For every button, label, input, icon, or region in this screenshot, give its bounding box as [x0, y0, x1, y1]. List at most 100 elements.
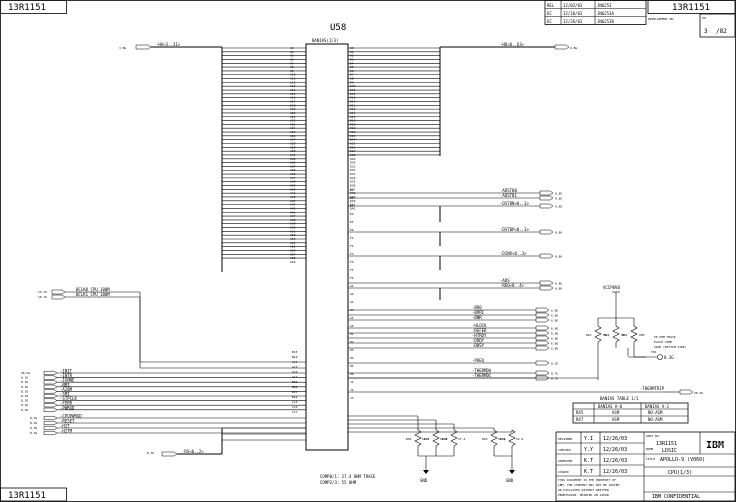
note-line-2: PLACE COMP — [654, 340, 672, 344]
chip-ctrl-right-pin: F2 — [350, 244, 354, 248]
banias-table: BANIAS TABLE 1/1 BANIAS A-0 BANIAS A-1 R… — [572, 396, 689, 424]
left-signal-ref: 8.3G — [21, 376, 28, 380]
revision-ec: JN6253B — [597, 19, 614, 24]
right-signal-connector — [535, 360, 550, 366]
left-signal-label: -IGNNE — [60, 378, 75, 383]
right-signal-connector — [535, 317, 550, 323]
bottom-left-label: -RESET — [60, 419, 75, 424]
chip-right-pin: D42 — [350, 206, 356, 210]
right-signal-ref: 6.8G — [551, 309, 558, 313]
left-signal-connector — [43, 407, 58, 412]
revision-ec: JN6253 — [597, 3, 612, 8]
header-part-box: 13R1151 DEVELOPMENT NO. SH 3 /82 — [647, 0, 736, 38]
chip-ctrl-right-pin: F3 — [350, 252, 354, 256]
resistor-value: 200 — [639, 333, 645, 337]
bottom-left-label: -HIT — [60, 424, 70, 429]
right-signal-connector — [535, 325, 550, 331]
left-signal-label: -INTR — [60, 373, 73, 378]
clock-signal-connector — [51, 294, 66, 300]
chip-ctrl-right-pin: J1 — [350, 380, 354, 384]
right-signal-label: -BPRI — [472, 310, 485, 315]
right-signal-connector — [535, 335, 550, 341]
left-signal-connector — [43, 389, 58, 394]
right-signal-label: -THERMDA — [472, 368, 492, 373]
address-bus: 3.8G -HA<3..31> — [119, 42, 306, 272]
revision-date: 12/26/03 — [563, 19, 583, 24]
chip-ctrl-right-pin: F1 — [350, 236, 354, 240]
right-signal-label: -REQ<0..4> — [500, 283, 525, 288]
revision-date: 12/02/03 — [563, 3, 583, 8]
clock-signal-ref: 15.7G — [38, 295, 47, 299]
chip-right-pin: D41 — [350, 203, 356, 207]
right-signal-connector — [539, 195, 554, 201]
chip-right-pin: D29 — [350, 157, 356, 161]
left-signal-ref: 8.3G — [21, 399, 28, 403]
right-signal-connector — [535, 340, 550, 346]
left-signal-connector — [43, 370, 58, 376]
revision-type: EC — [547, 11, 552, 16]
bottom-left-connector — [43, 420, 58, 426]
ground-symbols: GND GND — [420, 456, 515, 483]
bottom-left-ref: 8.3G — [30, 421, 37, 425]
chip-right-pin: D32 — [350, 168, 356, 172]
title-row-name: K.T — [584, 469, 593, 475]
data-bus-sheet: 6.8G — [570, 46, 577, 50]
title-row-date: 12/26/03 — [603, 469, 627, 475]
right-signal-connector — [535, 370, 550, 376]
banias-table-title: BANIAS TABLE 1/1 — [600, 396, 639, 401]
resistor-zigzag — [414, 429, 422, 447]
top-left-part-no: 13R1151 — [8, 3, 46, 13]
right-control-signals: -ADSTB06.8G-ADSTB16.8G-DSTBN<0..3>6.8G-D… — [348, 188, 562, 381]
part-no-label: PART NO. — [646, 434, 661, 438]
sheet-label: SH — [702, 16, 706, 20]
right-signal-ref: 6.8G — [555, 197, 562, 201]
data-bus: -HD<0..63> 6.8G — [348, 42, 577, 156]
right-signal-label: -DSTBN<0..3> — [500, 201, 529, 206]
bottom-left-connector — [43, 415, 58, 421]
chip-right-pin: D37 — [350, 187, 356, 191]
chip-ctrl-right-pin: J2 — [350, 388, 354, 392]
bottom-left-ref: 8.3G — [30, 426, 37, 430]
left-signal-connector — [43, 384, 58, 389]
left-signal-connector — [43, 375, 58, 380]
note-line-1: 50 OHM TRACE — [654, 335, 676, 339]
chip-right-pin: D31 — [350, 164, 356, 168]
resistor-value: 54.9 — [498, 437, 505, 441]
development-label: DEVELOPMENT NO. — [648, 17, 675, 21]
left-signal-ref: 8.3G — [21, 408, 28, 412]
ibm-logo-text: IBM — [706, 440, 724, 451]
chip-ctrl-right-pin: E5 — [350, 220, 354, 224]
resistor-value: 54.9 — [516, 437, 523, 441]
chip-ctrl-right-pin: J3 — [350, 396, 354, 400]
chip-ctrl-right-pin: F6 — [350, 276, 354, 280]
trace-note-2: COMP2/3: 55 OHM — [320, 480, 357, 485]
chip-ctrl-left-pin: B23 — [292, 390, 298, 394]
chip-right-pin: D40 — [350, 199, 356, 203]
chip-ctrl-right-pin: H2 — [350, 340, 354, 344]
left-signal-connector — [43, 398, 58, 403]
title-label: TITLE — [646, 457, 655, 461]
chip-ctrl-left-pin: C17 — [292, 410, 298, 414]
resistor-zigzag — [594, 325, 602, 343]
right-signal-connector — [539, 280, 554, 286]
gnd-label-1: GND — [420, 478, 428, 483]
banias-header-1: BANIAS A-0 — [598, 404, 623, 409]
rs-bus: 8.3G -RS<0..2> — [147, 427, 306, 457]
banias-row2-ref: R47 — [576, 417, 584, 422]
right-signal-ref: 6.8G — [551, 347, 558, 351]
title-row-role: APPROVED — [558, 459, 573, 463]
left-signal-ref: 8.3G — [21, 380, 28, 384]
title-value: APOLLO-9 (V060) — [660, 457, 705, 463]
left-control-signals: 18.5G-INIT8.3G-INTR8.3G-IGNNE8.3G-NMI8.3… — [21, 369, 306, 412]
right-signal-ref: 6.8G — [555, 192, 562, 196]
resistor-zigzag — [432, 429, 440, 447]
right-signal-connector — [535, 312, 550, 318]
chip-ctrl-right-pin: E1 — [350, 188, 354, 192]
title-row-role: CHECKED — [558, 448, 571, 452]
chip-ctrl-right-pin: G6 — [350, 324, 354, 328]
title-row-date: 12/26/03 — [603, 447, 627, 453]
banias-row2-a1: NO-ASM — [648, 417, 663, 422]
